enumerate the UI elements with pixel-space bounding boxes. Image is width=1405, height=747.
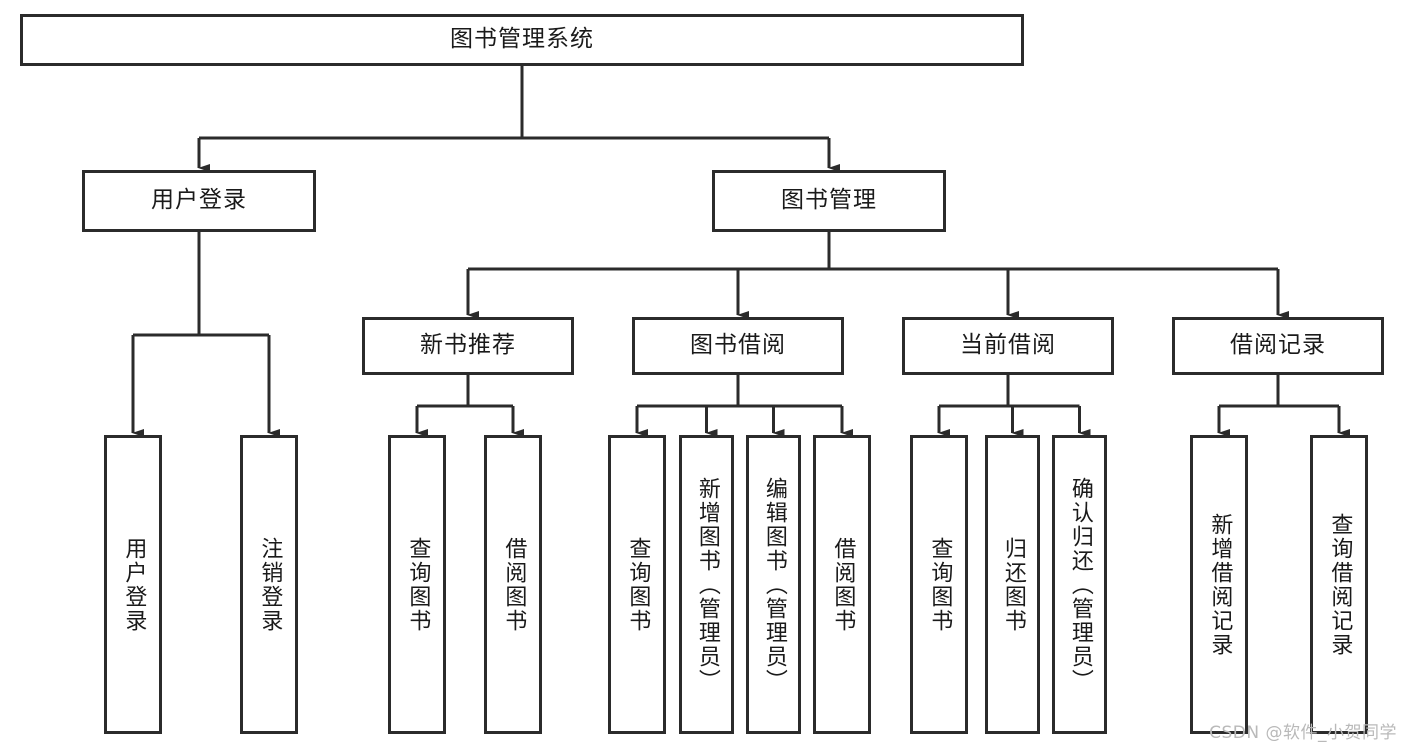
node-leaf-query-book-2[interactable]: 查询图书 bbox=[608, 435, 666, 734]
node-label: 图书管理 bbox=[781, 187, 877, 214]
node-label: 查询图书 bbox=[625, 536, 651, 633]
node-label: 确认归还（管理员） bbox=[1067, 476, 1093, 693]
node-label: 注销登录 bbox=[257, 536, 283, 633]
node-leaf-confirm-return[interactable]: 确认归还（管理员） bbox=[1052, 435, 1107, 734]
node-leaf-add-record[interactable]: 新增借阅记录 bbox=[1190, 435, 1248, 734]
node-label: 图书管理系统 bbox=[450, 26, 594, 53]
node-leaf-user-login[interactable]: 用户登录 bbox=[104, 435, 162, 734]
node-leaf-borrow-book-1[interactable]: 借阅图书 bbox=[484, 435, 542, 734]
node-book-borrow[interactable]: 图书借阅 bbox=[632, 317, 844, 375]
node-book-management[interactable]: 图书管理 bbox=[712, 170, 946, 232]
node-label: 借阅图书 bbox=[501, 536, 527, 633]
node-new-book-recommend[interactable]: 新书推荐 bbox=[362, 317, 574, 375]
node-label: 编辑图书（管理员） bbox=[761, 476, 787, 693]
node-leaf-query-book-1[interactable]: 查询图书 bbox=[388, 435, 446, 734]
node-leaf-return-book[interactable]: 归还图书 bbox=[985, 435, 1040, 734]
node-leaf-borrow-book-2[interactable]: 借阅图书 bbox=[813, 435, 871, 734]
node-label: 借阅图书 bbox=[830, 536, 856, 633]
node-leaf-query-record[interactable]: 查询借阅记录 bbox=[1310, 435, 1368, 734]
connectors-group bbox=[131, 66, 1350, 437]
node-label: 新增图书（管理员） bbox=[694, 476, 720, 693]
node-label: 新书推荐 bbox=[420, 332, 516, 359]
node-label: 借阅记录 bbox=[1230, 332, 1326, 359]
node-label: 查询借阅记录 bbox=[1327, 512, 1353, 657]
node-label: 查询图书 bbox=[405, 536, 431, 633]
watermark-label: CSDN @软件_小贺同学 bbox=[1209, 723, 1397, 743]
node-current-borrow[interactable]: 当前借阅 bbox=[902, 317, 1114, 375]
node-label: 新增借阅记录 bbox=[1207, 512, 1233, 657]
node-user-login[interactable]: 用户登录 bbox=[82, 170, 316, 232]
node-leaf-query-book-3[interactable]: 查询图书 bbox=[910, 435, 968, 734]
node-borrow-records[interactable]: 借阅记录 bbox=[1172, 317, 1384, 375]
node-label: 当前借阅 bbox=[960, 332, 1056, 359]
node-label: 查询图书 bbox=[927, 536, 953, 633]
node-leaf-user-logout[interactable]: 注销登录 bbox=[240, 435, 298, 734]
node-label: 归还图书 bbox=[1000, 536, 1026, 633]
node-root[interactable]: 图书管理系统 bbox=[20, 14, 1024, 66]
node-label: 用户登录 bbox=[121, 536, 147, 633]
node-leaf-add-book[interactable]: 新增图书（管理员） bbox=[679, 435, 734, 734]
node-label: 图书借阅 bbox=[690, 332, 786, 359]
node-label: 用户登录 bbox=[151, 187, 247, 214]
node-leaf-edit-book[interactable]: 编辑图书（管理员） bbox=[746, 435, 801, 734]
